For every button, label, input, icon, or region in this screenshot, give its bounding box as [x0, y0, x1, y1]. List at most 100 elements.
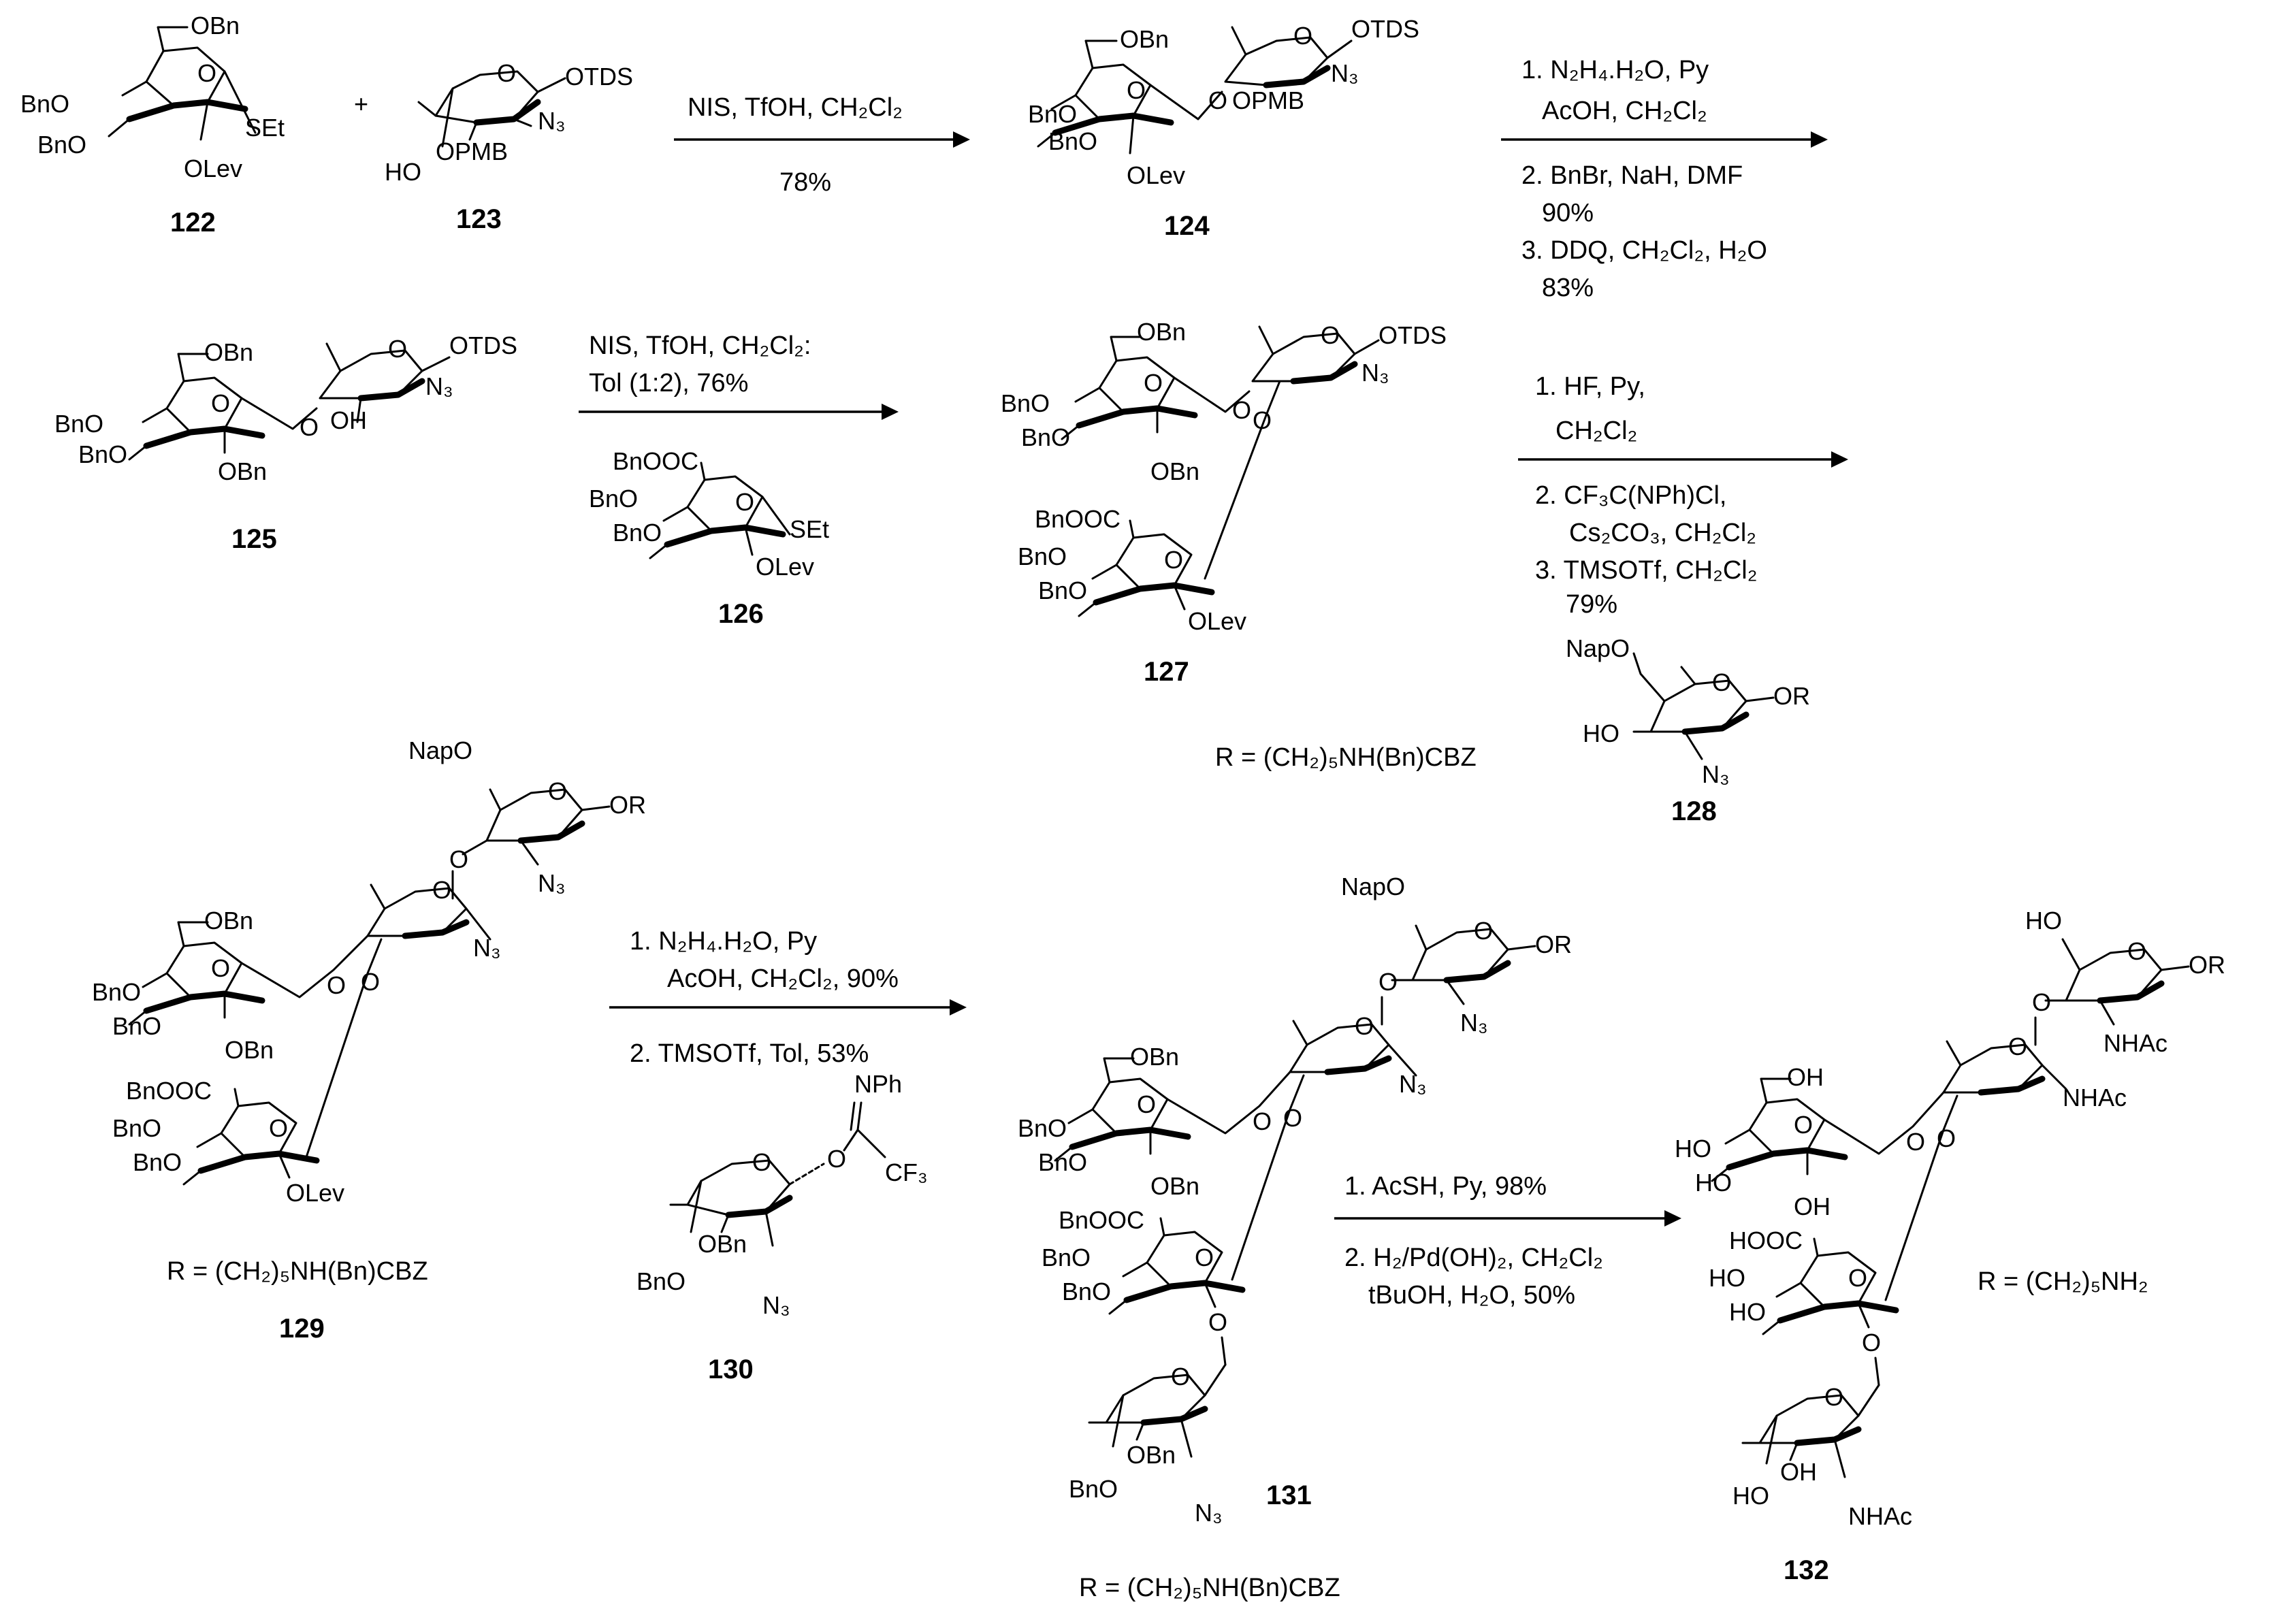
label-bnooc: BnOOC	[613, 447, 698, 475]
label-n3: N₃	[1331, 59, 1359, 87]
compound-130: O O NPh CF₃ BnO OBn N₃ 130	[636, 1070, 928, 1384]
ring-oxygen: O	[1794, 1111, 1813, 1139]
conditions-step2: 90%	[1542, 199, 1594, 227]
label-oh: OH	[1787, 1063, 1824, 1091]
label-nhac: NHAc	[2063, 1084, 2127, 1111]
label-bno: BnO	[1069, 1475, 1118, 1503]
label-olev: OLev	[286, 1179, 344, 1207]
label-bno: BnO	[1001, 389, 1050, 417]
conditions-step5: AcOH, CH₂Cl₂, 90%	[667, 964, 899, 993]
glycosidic-oxygen: O	[1379, 968, 1398, 996]
glycosidic-oxygen: O	[1208, 1308, 1227, 1336]
compound-number: 129	[279, 1314, 325, 1344]
reaction-arrow-6: 1. AcSH, Py, 98% 2. H₂/Pd(OH)₂, CH₂Cl₂ t…	[1334, 1172, 1681, 1310]
conditions-step4: 79%	[1566, 590, 1617, 619]
label-oh: OH	[1780, 1458, 1817, 1486]
label-ho: HO	[1709, 1264, 1745, 1292]
label-set: SEt	[245, 114, 285, 142]
label-bno: BnO	[20, 90, 69, 118]
label-bno: BnO	[636, 1267, 686, 1295]
label-n3: N₃	[1361, 359, 1389, 387]
ring-oxygen: O	[197, 59, 216, 87]
glycosidic-oxygen: O	[1283, 1104, 1302, 1132]
label-bno: BnO	[613, 519, 662, 547]
glycosidic-oxygen: O	[300, 413, 319, 441]
label-bno: BnO	[92, 978, 141, 1006]
label-obn: OBn	[191, 12, 240, 39]
conditions-step5: 2. TMSOTf, Tol, 53%	[630, 1039, 869, 1068]
label-opmb: OPMB	[1232, 86, 1304, 114]
label-ho: HO	[1732, 1482, 1769, 1510]
reaction-arrow-4: 1. HF, Py, CH₂Cl₂ 2. CF₃C(NPh)Cl, Cs₂CO₃…	[1518, 372, 1848, 619]
label-obn: OBn	[1127, 1441, 1176, 1469]
label-bnooc: BnOOC	[1035, 505, 1121, 533]
label-bno: BnO	[1048, 127, 1097, 155]
compound-number: 123	[456, 204, 502, 234]
compound-124: OBn BnO BnO O O OLev O OTDS N₃ OPMB 124	[1028, 15, 1419, 241]
label-napo: NapO	[408, 736, 472, 764]
label-ho: HO	[1675, 1135, 1711, 1163]
label-bno: BnO	[1038, 576, 1087, 604]
ring-oxygen: O	[269, 1114, 288, 1142]
ring-oxygen: O	[1137, 1090, 1156, 1118]
compound-number: 127	[1144, 657, 1189, 687]
label-bno: BnO	[133, 1148, 182, 1176]
label-bno: BnO	[589, 485, 638, 513]
yield-step1: 78%	[779, 168, 831, 197]
label-bno: BnO	[1018, 1114, 1067, 1142]
compound-number: 130	[708, 1354, 754, 1384]
label-otds: OTDS	[1379, 321, 1447, 349]
label-otds: OTDS	[449, 331, 517, 359]
label-nhac: NHAc	[2103, 1029, 2167, 1057]
label-opmb: OPMB	[436, 137, 508, 165]
reaction-arrow-5: 1. N₂H₄.H₂O, Py AcOH, CH₂Cl₂, 90% 2. TMS…	[609, 927, 967, 1068]
glycosidic-oxygen: O	[327, 971, 346, 999]
label-bno: BnO	[112, 1012, 161, 1040]
label-n3: N₃	[1460, 1009, 1488, 1037]
conditions-step2: 83%	[1542, 274, 1594, 302]
ring-oxygen: O	[1355, 1012, 1374, 1040]
compound-number: 128	[1671, 796, 1717, 826]
reaction-arrow-1: NIS, TfOH, CH₂Cl₂ 78%	[674, 93, 970, 197]
label-bnooc: BnOOC	[126, 1077, 212, 1105]
label-bno: BnO	[1018, 542, 1067, 570]
compound-122: OBn BnO BnO O SEt OLev 122	[20, 12, 285, 238]
glycosidic-oxygen: O	[1937, 1124, 1956, 1152]
conditions-step6: tBuOH, H₂O, 50%	[1368, 1281, 1575, 1310]
ring-oxygen: O	[1474, 917, 1493, 945]
label-ho: HO	[385, 158, 421, 186]
compound-128: NapO O OR HO N₃ 128	[1566, 634, 1810, 826]
r-group-definition: R = (CH₂)₅NH(Bn)CBZ	[1079, 1574, 1340, 1602]
label-bno: BnO	[37, 131, 86, 159]
label-oh: OH	[1794, 1192, 1831, 1220]
compound-129: NapO O OR O N₃ O N₃ OBn BnO BnO O O O OB…	[92, 736, 646, 1344]
ring-oxygen: O	[1164, 546, 1183, 574]
reaction-arrow-3: NIS, TfOH, CH₂Cl₂: Tol (1:2), 76%	[579, 331, 899, 420]
label-nhac: NHAc	[1848, 1502, 1912, 1530]
label-set: SEt	[790, 515, 829, 543]
glycosidic-oxygen: O	[1232, 396, 1251, 424]
label-bno: BnO	[1021, 423, 1070, 451]
label-obn: OBn	[204, 338, 253, 366]
label-bno: BnO	[112, 1114, 161, 1142]
ring-oxygen: O	[752, 1148, 771, 1176]
ring-oxygen: O	[1824, 1383, 1843, 1411]
ring-oxygen: O	[211, 954, 230, 982]
r-group-definition: R = (CH₂)₅NH₂	[1978, 1267, 2148, 1296]
glycosidic-oxygen: O	[1253, 406, 1272, 434]
conditions-step6: 1. AcSH, Py, 98%	[1344, 1172, 1547, 1201]
conditions-step4: 2. CF₃C(NPh)Cl,	[1535, 481, 1727, 510]
label-olev: OLev	[1127, 161, 1185, 189]
label-ho: HO	[1729, 1298, 1766, 1326]
label-obn: OBn	[225, 1036, 274, 1064]
label-obn: OBn	[1150, 457, 1199, 485]
label-n3: N₃	[473, 934, 501, 962]
label-obn: OBn	[218, 457, 267, 485]
ring-oxygen: O	[1321, 321, 1340, 349]
ring-oxygen: O	[2008, 1033, 2027, 1060]
ring-oxygen: O	[1848, 1264, 1867, 1292]
ring-oxygen: O	[735, 488, 754, 516]
label-obn: OBn	[1130, 1043, 1179, 1071]
compound-126: BnOOC BnO BnO O SEt OLev 126	[589, 447, 829, 629]
